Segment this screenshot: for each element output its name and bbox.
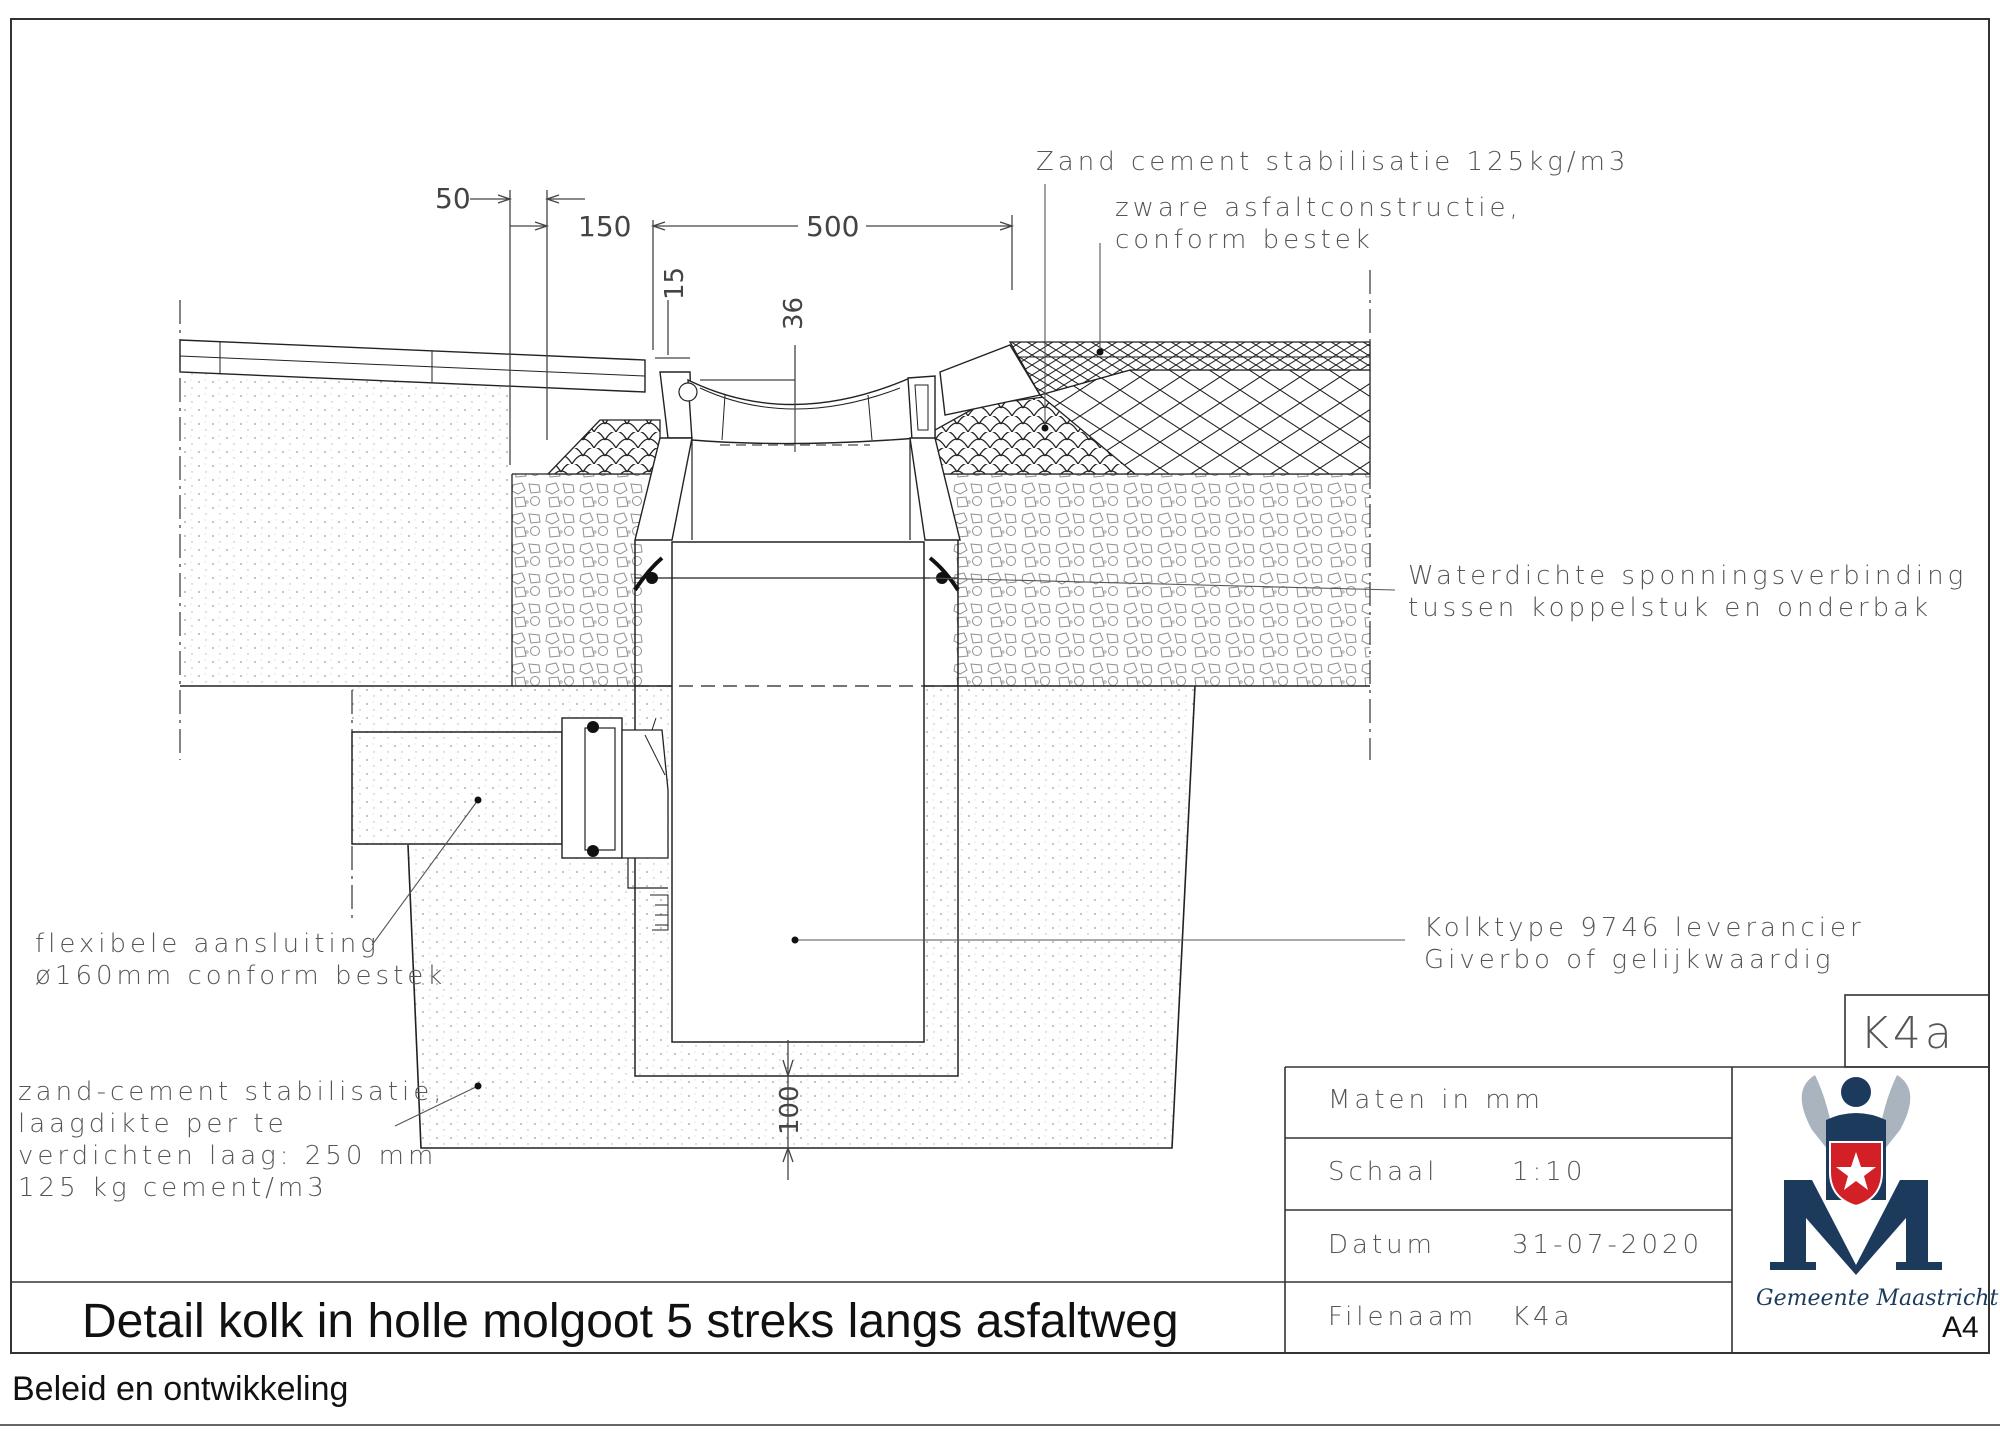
note-kolk-2: Giverbo of gelijkwaardig [1424, 945, 1834, 975]
title-block [11, 994, 1990, 1353]
kerb-right [939, 344, 1042, 416]
filenaam-value: K4a [1512, 1302, 1574, 1332]
cross-section [179, 270, 1371, 1149]
note-zc-1: zand-cement stabilisatie, [18, 1077, 446, 1107]
note-asfalt-1: zware asfaltconstructie, [1115, 193, 1522, 223]
note-zc-4: 125 kg cement/m3 [18, 1173, 328, 1203]
note-flex-2: ø160mm conform bestek [35, 961, 446, 991]
dim-15: 15 [660, 267, 690, 300]
leader-lines [371, 184, 1405, 1127]
code-box-label: K4a [1860, 1008, 1956, 1059]
note-asfalt-2: conform bestek [1115, 225, 1374, 255]
gravel-layer-left [512, 474, 647, 686]
stabilisation-left [546, 419, 661, 475]
note-kolk-1: Kolktype 9746 leverancier [1424, 913, 1865, 943]
note-zand-cement: Zand cement stabilisatie 125kg/m3 [1036, 147, 1629, 177]
dim-500: 500 [806, 210, 859, 243]
units-label: Maten in mm [1328, 1085, 1544, 1115]
gully-inner [671, 541, 925, 1043]
note-zc-3: verdichten laag: 250 mm [18, 1141, 437, 1171]
datum-label: Datum [1328, 1230, 1436, 1260]
sheet-border [10, 18, 1990, 1354]
soil-left-upper [180, 366, 512, 686]
schaal-label: Schaal [1328, 1157, 1438, 1187]
note-zc-2: laagdikte per te [18, 1109, 288, 1139]
sheet-size: A4 [1942, 1311, 1979, 1344]
dim-150: 150 [578, 210, 631, 243]
drawing-title: Detail kolk in holle molgoot 5 streks la… [82, 1295, 1179, 1348]
department-label: Beleid en ontwikkeling [12, 1370, 348, 1408]
note-waterdicht-2: tussen koppelstuk en onderbak [1408, 593, 1932, 623]
dim-100: 100 [775, 1085, 805, 1135]
dim-36: 36 [779, 297, 809, 330]
leader-dots [474, 348, 1104, 1090]
gemeente-maastricht-logo [1770, 1075, 1942, 1275]
dim-50: 50 [435, 182, 471, 215]
datum-value: 31-07-2020 [1512, 1230, 1703, 1260]
gutter-left-block [659, 371, 693, 439]
schaal-value: 1:10 [1512, 1157, 1586, 1187]
filenaam-label: Filenaam [1328, 1302, 1477, 1332]
dimensions [470, 190, 1015, 1180]
logo-caption: Gemeente Maastricht [1756, 1286, 1998, 1311]
note-flex-1: flexibele aansluiting [35, 929, 380, 959]
gully-collar [634, 437, 693, 541]
outlet-pipe [351, 731, 563, 845]
note-waterdicht-1: Waterdichte sponningsverbinding [1408, 561, 1967, 591]
foundation-outline [407, 685, 1196, 1149]
